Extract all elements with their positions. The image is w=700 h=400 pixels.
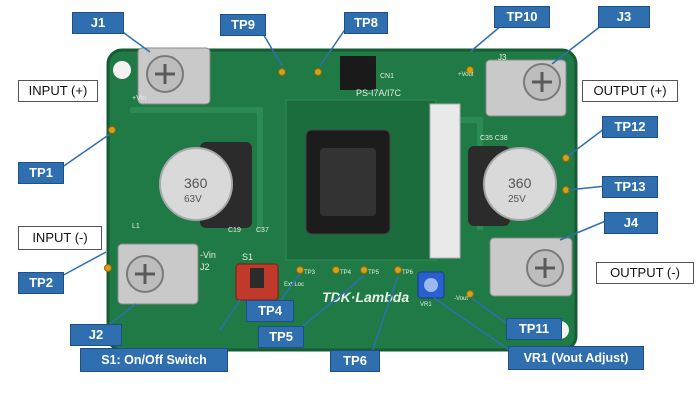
c35-c38-ref-silkscreen: C35 C38 [480, 135, 508, 142]
callout-tp11: TP11 [506, 318, 562, 340]
c37-ref-silkscreen: C37 [256, 227, 269, 234]
j2-ref-silkscreen: J2 [200, 262, 210, 272]
output-negative-label: OUTPUT (-) [596, 262, 694, 284]
callout-j2: J2 [70, 324, 122, 346]
module-model-silkscreen: PS-I7A/I7C [356, 88, 402, 98]
terminal-j3 [485, 59, 567, 117]
l1-ref-silkscreen: L1 [132, 223, 140, 230]
callout-tp8: TP8 [344, 12, 388, 34]
cn1-ref-silkscreen: CN1 [380, 73, 394, 80]
connector-cn1 [340, 56, 376, 90]
callout-tp2: TP2 [18, 272, 64, 294]
test-points [104, 66, 570, 298]
output-cap-voltage: 25V [508, 194, 526, 205]
input-cap-voltage: 63V [184, 194, 202, 205]
brand-silkscreen: TDK·Lambda [322, 289, 409, 305]
callout-vr1-vout-adjust: VR1 (Vout Adjust) [508, 346, 644, 370]
input-cap-value: 360 [184, 175, 208, 191]
output-capacitor [468, 146, 557, 226]
input-capacitor [159, 142, 252, 228]
input-positive-label: INPUT (+) [18, 80, 98, 102]
callout-tp5: TP5 [258, 326, 304, 348]
ext-loc-silkscreen: Ext Loc [284, 282, 304, 288]
callout-j3: J3 [598, 6, 650, 28]
input-negative-label: INPUT (-) [18, 226, 102, 250]
c19-ref-silkscreen: C19 [228, 227, 241, 234]
callout-s1-switch: S1: On/Off Switch [80, 348, 228, 372]
terminal-j2 [117, 243, 199, 305]
callout-tp6: TP6 [330, 350, 380, 372]
callout-j4: J4 [604, 212, 658, 234]
pcb-trace [130, 107, 263, 230]
callout-tp10: TP10 [494, 6, 550, 28]
mounting-hole [113, 61, 131, 79]
callout-tp1: TP1 [18, 162, 64, 184]
terminal-j4 [489, 237, 573, 297]
callout-tp4: TP4 [246, 300, 294, 322]
output-positive-label: OUTPUT (+) [582, 80, 678, 102]
pos-vin-silkscreen: +Vin [132, 95, 146, 102]
switch-s1 [235, 263, 279, 301]
trimmer-vr1 [417, 271, 445, 299]
s1-ref-silkscreen: S1 [242, 252, 253, 262]
callout-tp13: TP13 [602, 176, 658, 198]
vout-neg-silkscreen: -Vout [454, 296, 468, 302]
vr1-ref-silkscreen: VR1 [420, 302, 432, 308]
neg-vin-silkscreen: -Vin [200, 250, 216, 260]
callout-j1: J1 [72, 12, 124, 34]
leader-lines [57, 19, 609, 353]
output-cap-value: 360 [508, 175, 532, 191]
terminal-j1 [137, 47, 211, 105]
power-module [285, 99, 461, 261]
callout-tp9: TP9 [220, 14, 266, 36]
tp6-ref-silkscreen: TP6 [402, 270, 414, 276]
tp5-ref-silkscreen: TP5 [368, 270, 380, 276]
tp3-ref-silkscreen: TP3 [304, 270, 316, 276]
tp4-ref-silkscreen: TP4 [340, 270, 352, 276]
vout-pos-silkscreen: +Vout [458, 72, 474, 78]
callout-tp12: TP12 [602, 116, 658, 138]
j3-ref-silkscreen: J3 [498, 53, 507, 62]
